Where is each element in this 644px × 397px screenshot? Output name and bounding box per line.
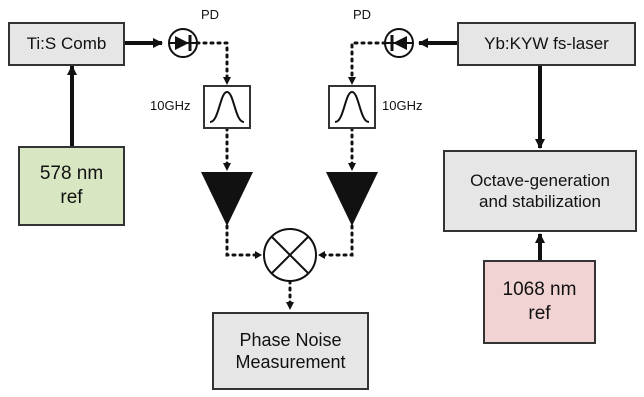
ref-578-box: 578 nm ref [18,146,125,226]
filter-right-label: 10GHz [382,98,423,113]
pd-right-label: PD [353,7,372,22]
photodiode-icon [168,28,198,58]
dotted-amp-left-to-mixer [225,224,261,257]
bandpass-filter-icon [203,85,251,129]
amplifier-triangle-icon [201,172,253,226]
mixer-icon [263,228,317,282]
dotted-amp-right-to-mixer [319,224,354,257]
pd-left-label: PD [201,7,220,22]
ref-578-label: 578 nm ref [39,163,104,208]
dotted-pd-right-to-filter [350,41,387,80]
amplifier-triangle-icon [326,172,378,226]
phase-noise-label: Phase Noise Measurement [235,329,346,373]
tis-comb-label: Ti:S Comb [26,34,107,54]
dotted-pd-left-to-filter [195,41,229,80]
yb-laser-label: Yb:KYW fs-laser [484,34,609,54]
bandpass-filter-icon [328,85,376,129]
yb-laser-box: Yb:KYW fs-laser [457,22,636,66]
ref-1068-label: 1068 nm ref [502,279,577,324]
octave-box: Octave-generation and stabilization [443,150,637,232]
phase-noise-box: Phase Noise Measurement [212,312,369,390]
octave-label: Octave-generation and stabilization [470,170,610,211]
filter-left-label: 10GHz [150,98,191,113]
ref-1068-box: 1068 nm ref [483,260,596,344]
tis-comb-box: Ti:S Comb [8,22,125,66]
photodiode-icon [384,28,414,58]
